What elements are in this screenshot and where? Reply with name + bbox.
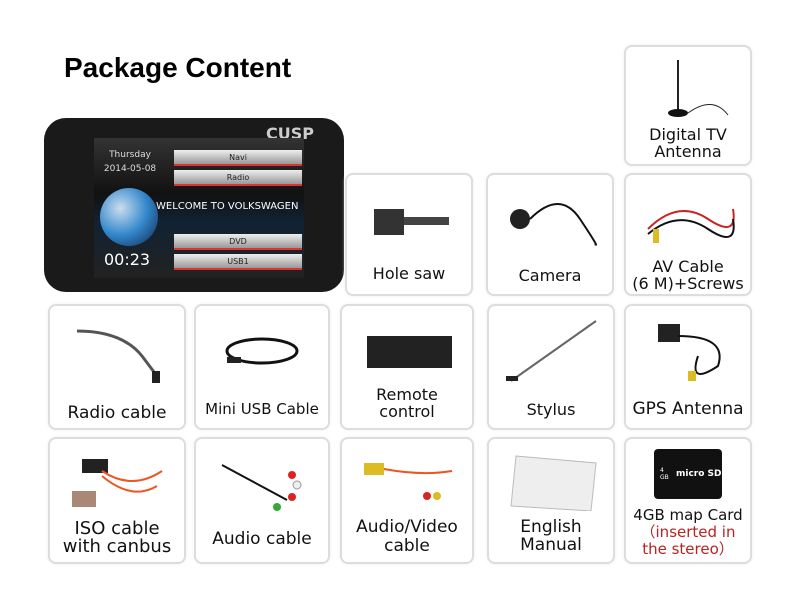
- globe-icon: [100, 188, 158, 246]
- manual-icon: [489, 447, 613, 514]
- label: ISO cable: [74, 518, 160, 539]
- item-av-cable: AV Cable(6 M)+Screws: [624, 173, 752, 296]
- av-cable-icon: [626, 183, 750, 254]
- menu-navi: Navi: [174, 150, 302, 166]
- menu-radio: Radio: [174, 170, 302, 186]
- date: 2014-05-08: [103, 164, 157, 174]
- label: Mini USB Cable: [205, 400, 319, 418]
- label: Audio/Video: [356, 517, 458, 537]
- head-unit-screen: Thursday 2014-05-08 Navi Radio WELCOME T…: [94, 138, 304, 278]
- camera-icon: [488, 183, 612, 254]
- label-2: (6 M)+Screws: [632, 274, 744, 293]
- item-radio-cable: Radio cable: [48, 304, 186, 430]
- hole-saw-icon: [347, 183, 471, 254]
- menu-dvd: DVD: [174, 234, 302, 250]
- item-gps-antenna: GPS Antenna: [624, 304, 752, 430]
- label-2: cable: [384, 536, 430, 556]
- label-2: Manual: [520, 535, 582, 555]
- label-2: Antenna: [654, 142, 722, 161]
- card-brand: micro SD: [676, 468, 722, 479]
- radio-cable-icon: [50, 314, 184, 388]
- label: Camera: [518, 266, 582, 285]
- label: English: [520, 517, 582, 537]
- item-hole-saw: Hole saw: [345, 173, 473, 296]
- stylus-icon: [489, 314, 613, 388]
- item-mini-usb-cable: Mini USB Cable: [194, 304, 330, 430]
- label-2: with canbus: [62, 536, 172, 557]
- item-camera: Camera: [486, 173, 614, 296]
- label: Audio cable: [212, 529, 312, 549]
- label: AV Cable: [652, 257, 724, 276]
- gps-antenna-icon: [626, 314, 750, 388]
- item-audio-cable: Audio cable: [194, 437, 330, 564]
- remote-icon: [342, 314, 472, 388]
- microsd-card-icon: 4 GB micro SD: [626, 447, 750, 500]
- page-title: Package Content: [64, 52, 292, 83]
- iso-cable-icon: [50, 447, 184, 514]
- label: 4GB map Card: [633, 506, 743, 524]
- label-3: the stereo）: [642, 540, 734, 558]
- label: Remote: [376, 385, 438, 404]
- antenna-icon: [626, 55, 750, 124]
- clock: 00:23: [104, 250, 151, 269]
- label: Radio cable: [67, 403, 167, 423]
- usb-cable-icon: [196, 314, 328, 388]
- label: Stylus: [526, 400, 576, 419]
- welcome-text: WELCOME TO VOLKSWAGEN: [156, 201, 299, 212]
- card-size: 4 GB: [660, 466, 669, 481]
- head-unit-image: CUSP Thursday 2014-05-08 Navi Radio WELC…: [44, 118, 344, 292]
- audio-cable-icon: [196, 447, 328, 522]
- av-harness-icon: [342, 447, 472, 514]
- item-stylus: Stylus: [487, 304, 615, 430]
- label: Hole saw: [372, 264, 446, 283]
- label: Digital TV: [649, 125, 727, 144]
- label: GPS Antenna: [632, 399, 744, 419]
- day: Thursday: [109, 150, 151, 160]
- label-2: （inserted in: [640, 523, 736, 541]
- label-2: control: [379, 402, 435, 421]
- menu-usb: USB1: [174, 254, 302, 270]
